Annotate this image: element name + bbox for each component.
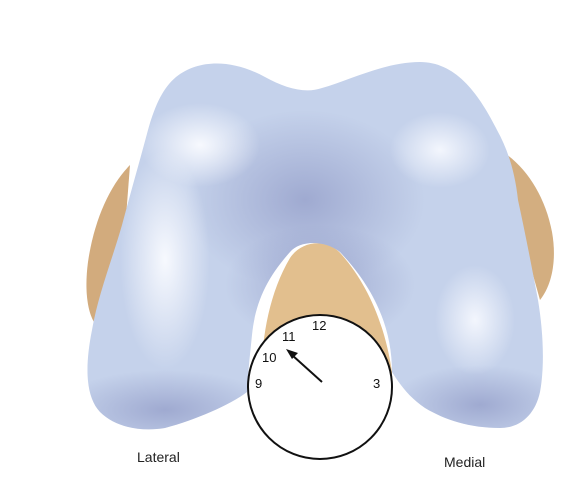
notch-clock: 12 11 10 9 3 (248, 315, 392, 459)
clock-number-10: 10 (262, 350, 276, 365)
medial-inferior-shadow (390, 365, 570, 445)
medial-condyle-highlight (390, 112, 490, 188)
clock-number-9: 9 (255, 376, 262, 391)
medial-label: Medial (444, 454, 485, 470)
clock-number-3: 3 (373, 376, 380, 391)
lateral-inferior-shadow (55, 370, 275, 450)
clock-number-11: 11 (282, 329, 296, 344)
lateral-label: Lateral (137, 449, 180, 465)
lateral-condyle-highlight-lower (120, 150, 210, 370)
medial-condyle-highlight-lower (435, 265, 515, 375)
clock-face (248, 315, 392, 459)
clock-number-12: 12 (312, 318, 326, 333)
